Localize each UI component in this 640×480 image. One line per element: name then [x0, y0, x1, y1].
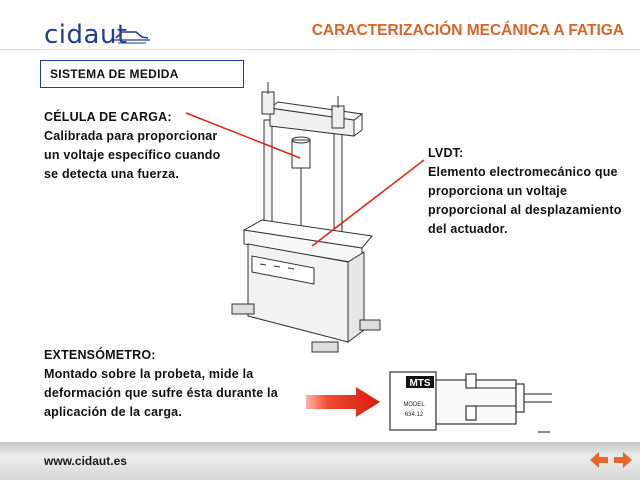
lvdt-text: LVDT: Elemento electromecánico que propo…: [428, 144, 622, 239]
lvdt-leader: [311, 159, 425, 247]
lvdt-line: proporciona un voltaje: [428, 184, 568, 198]
header: cidaut CARACTERIZACIÓN MECÁNICA A FATIGA: [0, 0, 640, 50]
lvdt-title: LVDT:: [428, 146, 464, 160]
extensometer-text: EXTENSÓMETRO: Montado sobre la probeta, …: [44, 346, 278, 422]
device-model-label: MODEL: [403, 402, 425, 408]
car-logo-icon: [114, 31, 150, 44]
fatigue-test-machine-drawing: [231, 82, 381, 353]
cidaut-logo: cidaut: [44, 20, 128, 50]
device-model-number: 634.12: [405, 412, 424, 418]
extensometer-drawing: MTS MODEL 634.12: [389, 371, 552, 433]
extensometer-line: Montado sobre la probeta, mide la: [44, 367, 254, 381]
footer-bar: www.cidaut.es: [0, 442, 640, 480]
extensometer-line: deformación que sufre ésta durante la: [44, 386, 278, 400]
load-cell-line: se detecta una fuerza.: [44, 167, 180, 181]
lvdt-line: Elemento electromecánico que: [428, 165, 618, 179]
red-pointer-arrow-icon: [306, 387, 380, 417]
section-label-box: SISTEMA DE MEDIDA: [40, 60, 244, 88]
lvdt-line: del actuador.: [428, 222, 508, 236]
load-cell-leader: [185, 112, 301, 159]
arrow-right-icon[interactable]: [612, 449, 634, 471]
footer-website-link[interactable]: www.cidaut.es: [44, 454, 127, 468]
header-divider: [0, 49, 640, 50]
slide-title: CARACTERIZACIÓN MECÁNICA A FATIGA: [311, 22, 624, 39]
section-label: SISTEMA DE MEDIDA: [50, 67, 179, 81]
extensometer-title: EXTENSÓMETRO:: [44, 348, 156, 362]
load-cell-line: Calibrada para proporcionar: [44, 129, 218, 143]
lvdt-line: proporcional al desplazamiento: [428, 203, 622, 217]
arrow-left-icon[interactable]: [588, 449, 610, 471]
load-cell-title: CÉLULA DE CARGA:: [44, 110, 172, 124]
load-cell-text: CÉLULA DE CARGA: Calibrada para proporci…: [44, 108, 220, 184]
load-cell-line: un voltaje específico cuando: [44, 148, 221, 162]
device-brand-label: MTS: [409, 378, 430, 389]
extensometer-line: aplicación de la carga.: [44, 405, 182, 419]
